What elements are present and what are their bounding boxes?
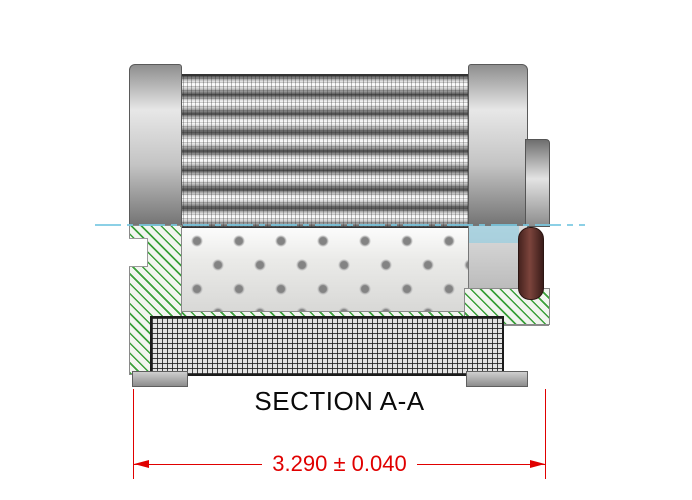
outlet-fitting (525, 139, 550, 227)
seal-gland-highlight (469, 226, 519, 243)
extension-line-left (133, 389, 134, 479)
pleated-filter-media (179, 74, 469, 228)
left-cap-bottom-flange (132, 371, 188, 387)
right-end-cap (468, 64, 528, 227)
o-ring-seal (518, 227, 544, 300)
wire-mesh-screen (150, 316, 504, 376)
dimension-value: 3.290 ± 0.040 (262, 450, 417, 478)
dimension-text-wrap: 3.290 ± 0.040 (134, 450, 545, 478)
left-end-cap (129, 64, 182, 227)
extension-line-right (545, 389, 546, 479)
dimension-arrow-left (134, 460, 149, 468)
perforated-core-tube (176, 225, 470, 312)
right-cap-bottom-flange (466, 371, 528, 387)
section-label: SECTION A-A (254, 386, 425, 416)
centerline (95, 224, 585, 226)
dimension-arrow-right (530, 460, 545, 468)
left-cap-notch (129, 238, 148, 267)
